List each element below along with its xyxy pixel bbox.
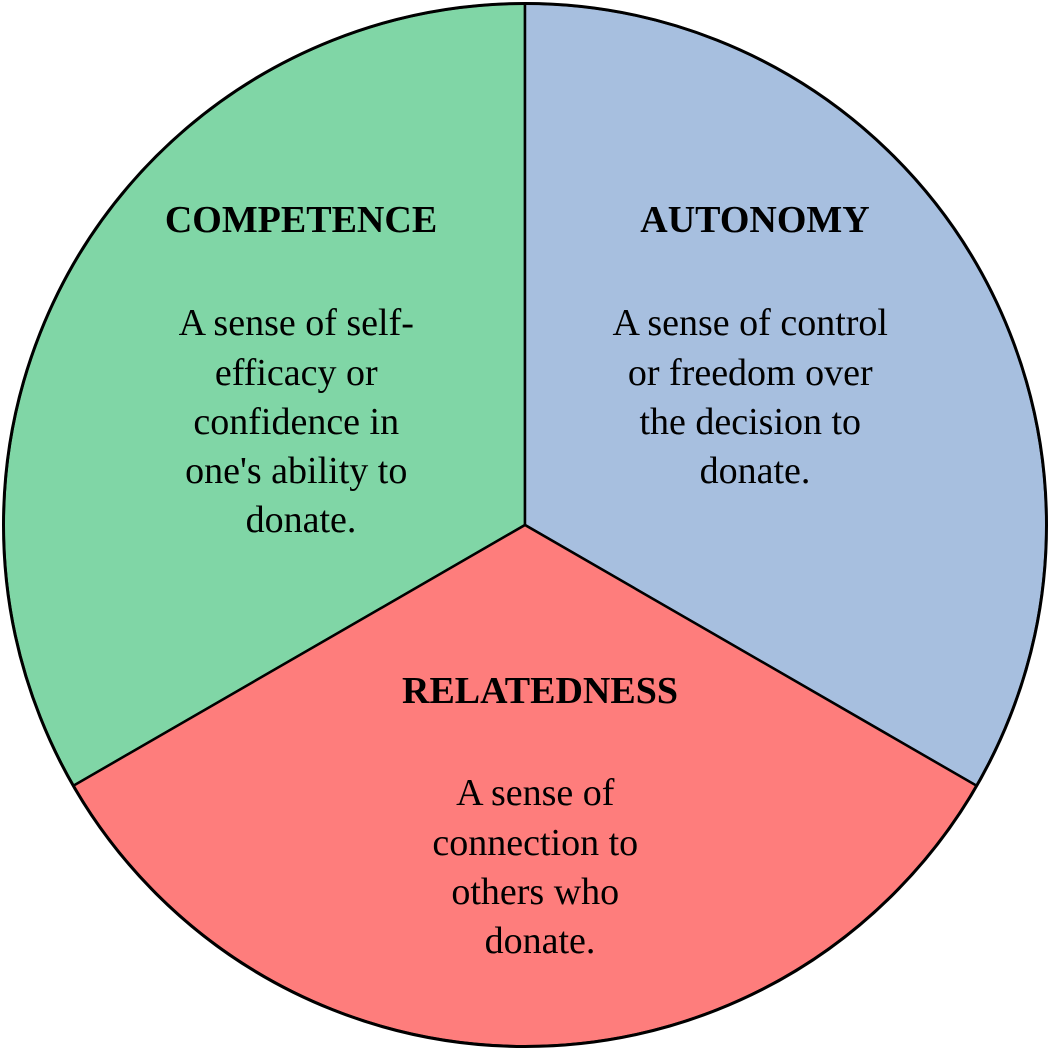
relatedness-line-3: others who [451, 871, 619, 913]
competence-title: COMPETENCE [165, 199, 437, 241]
competence-line-5: donate. [246, 499, 357, 541]
relatedness-line-4: donate. [485, 920, 596, 962]
autonomy-title: AUTONOMY [640, 199, 869, 241]
relatedness-description: A sense of connection to others who dona… [432, 772, 647, 962]
relatedness-line-2: connection to [432, 822, 638, 864]
competence-line-1: A sense of self- [179, 302, 414, 344]
competence-line-2: efficacy or [215, 352, 378, 394]
relatedness-title: RELATEDNESS [402, 670, 678, 712]
competence-description: A sense of self- efficacy or confidence … [179, 302, 424, 541]
competence-line-3: confidence in [193, 401, 399, 443]
autonomy-description: A sense of control or freedom over the d… [613, 302, 898, 492]
autonomy-line-1: A sense of control [613, 302, 888, 344]
competence-line-4: one's ability to [185, 450, 407, 492]
autonomy-line-3: the decision to [639, 401, 861, 443]
autonomy-line-2: or freedom over [628, 352, 873, 394]
autonomy-line-4: donate. [700, 450, 811, 492]
relatedness-line-1: A sense of [456, 772, 615, 814]
